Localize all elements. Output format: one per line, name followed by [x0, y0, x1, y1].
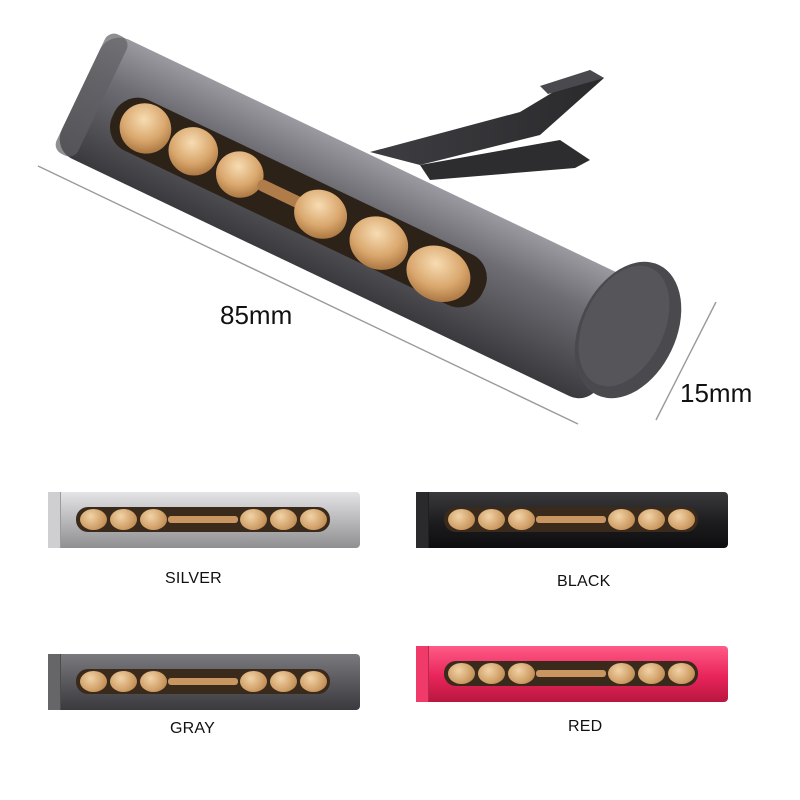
- variant-silver-image: [48, 492, 360, 548]
- bead-window: [76, 669, 330, 694]
- diffuser-tube: [55, 33, 639, 399]
- bead-window: [444, 507, 698, 532]
- variant-black-image: [416, 492, 728, 548]
- variant-red-label: RED: [568, 718, 603, 735]
- variant-red-image: [416, 646, 728, 702]
- diameter-label: 15mm: [680, 378, 753, 408]
- wooden-beads: [119, 103, 471, 302]
- bead-window: [444, 661, 698, 686]
- variant-gray-label: GRAY: [170, 720, 215, 737]
- bead-window: [76, 507, 330, 532]
- variant-gray-image: [48, 654, 360, 710]
- length-label: 85mm: [220, 300, 293, 330]
- diameter-dimension-line: [655, 301, 717, 421]
- length-dimension-line: [37, 165, 579, 425]
- variant-silver-label: SILVER: [165, 570, 222, 587]
- vent-clip: [370, 70, 604, 180]
- variant-black-label: BLACK: [557, 573, 611, 590]
